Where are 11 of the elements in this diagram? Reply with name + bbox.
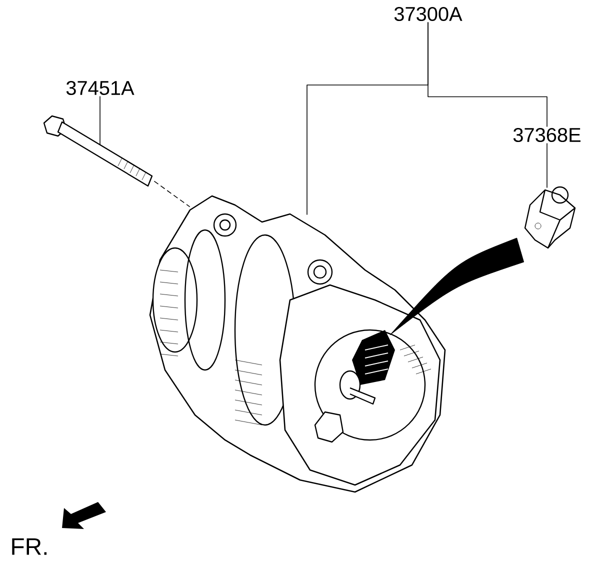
clip-drawing (524, 186, 576, 249)
part-number: 37368E (513, 128, 580, 142)
bolt-drawing (43, 115, 153, 187)
part-number: 37300A (394, 6, 462, 22)
alternator-drawing (149, 195, 446, 493)
leader-line (546, 142, 548, 188)
part-number: 37451A (66, 80, 134, 96)
leader-line (428, 22, 548, 128)
leader-line (154, 180, 190, 208)
direction-label: FR. (12, 538, 47, 555)
pointer-wedge (390, 238, 524, 336)
